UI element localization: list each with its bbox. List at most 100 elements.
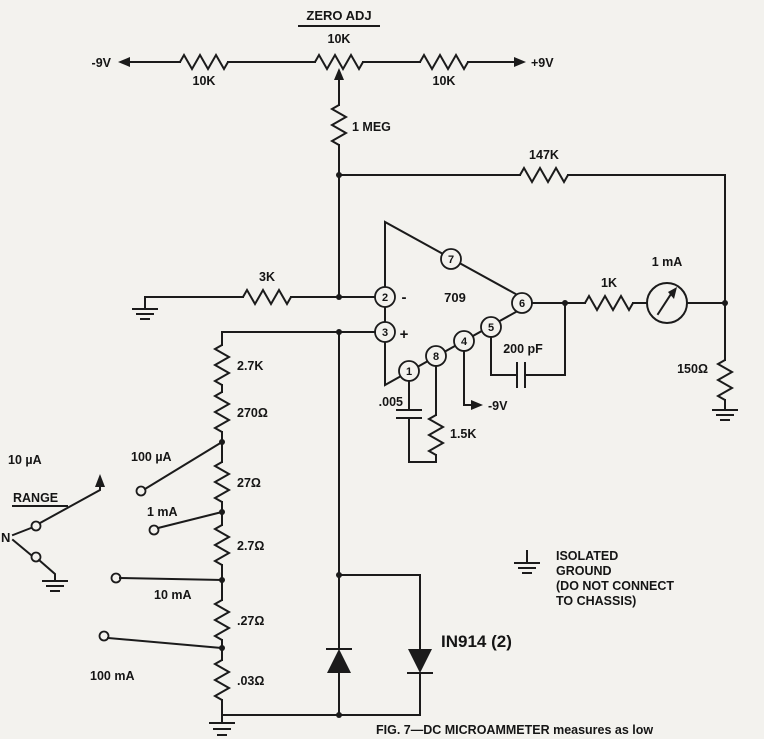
clamp-diodes: IN914 (2): [326, 331, 512, 716]
range-100ua-label: 100 µA: [131, 450, 172, 464]
resistor-2-7k: [212, 344, 232, 386]
arrow-right-icon: [514, 57, 526, 67]
ground-bars: [712, 409, 738, 421]
pin-1-label: 1: [406, 366, 412, 378]
ground-symbol: [132, 296, 158, 320]
junction-dot: [336, 712, 342, 718]
ground-bars: [42, 580, 68, 592]
range-switch: 10 µA 100 µA 1 mA 10 mA 100 mA RANGE N: [1, 440, 224, 683]
input-stub-wires: [11, 526, 33, 557]
pot-value-label: 10K: [328, 32, 351, 46]
shunt-ladder: 2.7K 270Ω 27Ω 2.7Ω .27Ω .03Ω: [212, 329, 376, 716]
meter-needle: [656, 292, 673, 316]
tap-wire: [118, 576, 224, 582]
capacitor-005: [396, 409, 422, 419]
range-10ma-label: 10 mA: [154, 588, 192, 602]
r1meg-branch: 1 MEG: [329, 104, 391, 300]
pin4-supply: -9V: [463, 350, 508, 413]
r15k-label: 1.5K: [450, 427, 476, 441]
zero-adjust-network: -9V +9V ZERO ADJ 10K 10K 10K: [92, 8, 554, 106]
r10k-left-label: 10K: [193, 74, 216, 88]
comp-cap-200pf: 200 pF: [490, 302, 566, 388]
ladder-label-270: 270Ω: [237, 406, 268, 420]
noninverting-sign: +: [400, 326, 409, 343]
opamp-709: 709 - + 7 2 3 1 8 4 5 6: [374, 220, 535, 387]
neg-rail-label: -9V: [92, 56, 112, 70]
ground-symbol: [209, 714, 235, 736]
contact-100ua: [135, 485, 147, 497]
arrow-left-icon: [118, 57, 130, 67]
ladder-label-27: 27Ω: [237, 476, 261, 490]
input-terminal-label: N: [1, 530, 10, 545]
ground-symbol: [514, 550, 540, 574]
output-chain: 1K 1 mA 150Ω: [531, 255, 738, 421]
ground-bars: [514, 562, 540, 574]
tap-wire: [156, 510, 224, 530]
meter-label: 1 mA: [652, 255, 683, 269]
ladder-label-2-7: 2.7Ω: [237, 539, 264, 553]
resistor-point27: [212, 599, 232, 641]
resistor-1k: [584, 293, 634, 313]
pin-5-label: 5: [488, 322, 494, 334]
isolated-line1: ISOLATED: [556, 549, 618, 563]
r150-label: 150Ω: [677, 362, 708, 376]
wire: [408, 417, 437, 463]
capacitor-200pf: [516, 362, 526, 388]
feedback-147k: 147K: [338, 148, 726, 304]
diodes-label: IN914 (2): [441, 632, 512, 651]
wire: [338, 574, 421, 650]
ladder-label-2-7k: 2.7K: [237, 359, 263, 373]
resistor-2-7: [212, 524, 232, 566]
diode2-icon: [408, 649, 432, 673]
inverting-sign: -: [402, 289, 407, 306]
pin-2-circle: [374, 286, 396, 308]
resistor-3k: [242, 287, 292, 307]
comp-network-pins1-8: .005 1.5K: [379, 365, 476, 463]
pole-contact: [30, 520, 42, 532]
meter-needle-arrow-icon: [668, 287, 677, 299]
resistor-27: [212, 461, 232, 503]
r1meg-label: 1 MEG: [352, 120, 391, 134]
tap-wire: [106, 636, 224, 650]
ground-bars: [132, 308, 158, 320]
resistor-147k: [519, 165, 569, 185]
figure-caption: FIG. 7—DC MICROAMMETER measures as low: [376, 723, 653, 737]
r10k-right-label: 10K: [433, 74, 456, 88]
pin-3-label: 3: [382, 327, 388, 339]
neg9-pin4-label: -9V: [488, 399, 508, 413]
ground-stem: [37, 558, 56, 582]
range-100ma-label: 100 mA: [90, 669, 134, 683]
bottom-rail: [209, 712, 421, 736]
resistor-10k-left: [179, 52, 229, 72]
wire: [490, 336, 518, 376]
pin-7-circle: [440, 248, 462, 270]
diode1-icon: [327, 649, 351, 673]
range-1ma-label: 1 mA: [147, 505, 178, 519]
pin-6-label: 6: [519, 298, 525, 310]
contact-1ma: [148, 524, 160, 536]
wire: [463, 350, 473, 406]
r3k-label: 3K: [259, 270, 275, 284]
resistor-1-5k: [426, 414, 446, 456]
pin-8-label: 8: [433, 351, 439, 363]
pin-4-label: 4: [461, 336, 468, 348]
c005-label: .005: [379, 395, 403, 409]
contact-100ma: [98, 630, 110, 642]
isolated-line4: TO CHASSIS): [556, 594, 636, 608]
r1k-label: 1K: [601, 276, 617, 290]
ground-bars: [209, 722, 235, 736]
resistor-10k-right: [419, 52, 469, 72]
wiper-arrow-icon: [95, 474, 105, 487]
pole-contact: [30, 551, 42, 563]
resistor-1meg: [329, 104, 349, 146]
ground-symbol: [712, 399, 738, 421]
resistor-150: [715, 359, 735, 401]
meter-body: [646, 282, 688, 324]
ground-symbol: [37, 558, 68, 592]
tap-wire: [143, 440, 224, 491]
r147k-label: 147K: [529, 148, 559, 162]
wire: [567, 174, 726, 304]
inverting-input-network: 3K: [132, 270, 376, 320]
resistor-point03: [212, 659, 232, 701]
